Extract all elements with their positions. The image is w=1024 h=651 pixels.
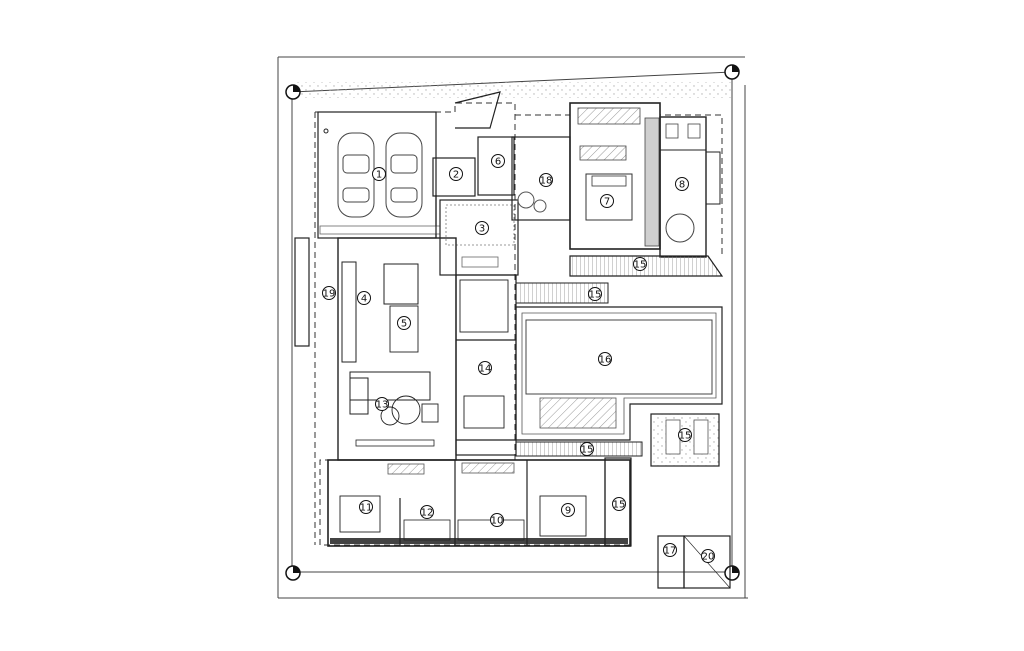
- room-tag-15b: 15: [588, 287, 602, 301]
- room-number: 13: [376, 400, 389, 411]
- room-tag-7: 7: [600, 194, 614, 208]
- room-tag-11: 11: [359, 500, 373, 514]
- room-number: 7: [604, 197, 610, 208]
- room-tag-4: 4: [357, 291, 371, 305]
- room-number: 6: [495, 157, 501, 168]
- room-tag-2: 2: [449, 167, 463, 181]
- room-number: 15: [634, 260, 647, 271]
- family-room: [455, 274, 517, 456]
- room-number: 15: [679, 431, 692, 442]
- entry-area: [432, 91, 519, 276]
- room-tag-3: 3: [475, 221, 489, 235]
- garage: [294, 111, 441, 347]
- room-tag-6: 6: [491, 154, 505, 168]
- room-number: 18: [540, 176, 553, 187]
- room-number: 20: [702, 552, 715, 563]
- room-tag-10: 10: [490, 513, 504, 527]
- room-tag-5: 5: [397, 316, 411, 330]
- room-tag-20: 20: [701, 549, 715, 563]
- room-number: 9: [565, 506, 571, 517]
- room-tag-8: 8: [675, 177, 689, 191]
- room-tag-13: 13: [375, 397, 389, 411]
- room-number: 4: [361, 294, 367, 305]
- room-number: 3: [479, 224, 485, 235]
- room-number: 19: [323, 289, 336, 300]
- car-left: [337, 132, 375, 218]
- room-tag-15a: 15: [633, 257, 647, 271]
- room-number: 17: [664, 546, 677, 557]
- room-tag-14: 14: [478, 361, 492, 375]
- bedrooms: [327, 457, 632, 547]
- room-number: 2: [453, 170, 459, 181]
- room-number: 5: [401, 319, 407, 330]
- room-tag-1: 1: [372, 167, 386, 181]
- front-strip: [292, 82, 732, 98]
- room-tag-15d: 15: [678, 428, 692, 442]
- room-number: 10: [491, 516, 504, 527]
- room-tag-15c: 15: [580, 442, 594, 456]
- room-number: 15: [589, 290, 602, 301]
- room-tag-15e: 15: [612, 497, 626, 511]
- room-tag-19: 19: [322, 286, 336, 300]
- room-tag-16: 16: [598, 352, 612, 366]
- roof-outline: [314, 102, 723, 546]
- master-wing: [511, 102, 724, 277]
- room-tag-12: 12: [420, 505, 434, 519]
- pool-area: [515, 282, 723, 467]
- room-number: 14: [479, 364, 492, 375]
- room-number: 15: [581, 445, 594, 456]
- car-right: [385, 132, 423, 218]
- room-number: 12: [421, 508, 434, 519]
- room-tag-18: 18: [539, 173, 553, 187]
- room-number: 8: [679, 180, 685, 191]
- room-number: 16: [599, 355, 612, 366]
- room-number: 11: [360, 503, 373, 514]
- room-tag-17: 17: [663, 543, 677, 557]
- room-number: 15: [613, 500, 626, 511]
- corner-markers: [285, 64, 740, 581]
- room-number: 1: [376, 170, 382, 181]
- living-block: [337, 237, 457, 461]
- room-tag-9: 9: [561, 503, 575, 517]
